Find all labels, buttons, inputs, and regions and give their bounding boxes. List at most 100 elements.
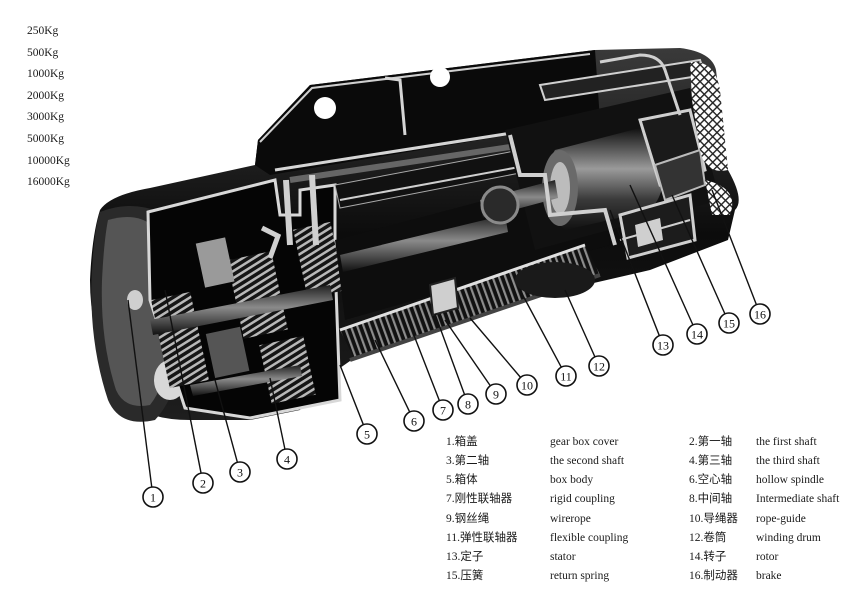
callout-number: 6 xyxy=(411,415,417,429)
legend-part-en: stator xyxy=(550,551,576,563)
legend-part-en: flexible coupling xyxy=(550,532,629,544)
leader-line xyxy=(671,194,726,315)
legend-part-cn: 7.刚性联轴器 xyxy=(446,493,513,505)
capacity-item: 250Kg xyxy=(27,25,59,37)
leader-line xyxy=(519,289,562,368)
callout-circle xyxy=(142,486,164,508)
legend-part-en: gear box cover xyxy=(550,436,619,448)
callout-number: 16 xyxy=(754,308,766,322)
leader-line xyxy=(711,189,758,305)
callout-10: 10 xyxy=(469,317,538,396)
legend-part-cn: 6.空心轴 xyxy=(689,474,733,486)
legend-part-en: the third shaft xyxy=(756,455,820,467)
legend-part-en: box body xyxy=(550,474,594,486)
legend-part-cn: 8.中间轴 xyxy=(689,493,733,505)
leader-line xyxy=(164,289,202,474)
leader-line xyxy=(609,209,660,336)
callout-circle xyxy=(718,312,740,334)
legend-part-cn: 2.第一轴 xyxy=(689,436,733,448)
callout-circle xyxy=(686,323,708,345)
capacity-item: 3000Kg xyxy=(27,111,65,124)
legend-part-en: the first shaft xyxy=(756,436,817,448)
leader-line xyxy=(434,313,466,395)
callout-number: 2 xyxy=(200,477,206,491)
callout-5: 5 xyxy=(339,364,378,445)
callout-number: 7 xyxy=(440,404,446,418)
callout-number: 12 xyxy=(593,360,605,374)
leader-line xyxy=(214,379,239,463)
callout-number: 1 xyxy=(150,491,156,505)
legend-part-cn: 9.钢丝绳 xyxy=(446,513,490,525)
callout-number: 15 xyxy=(723,317,735,331)
callout-7: 7 xyxy=(407,319,454,421)
leader-line xyxy=(629,184,694,326)
legend-part-en: brake xyxy=(756,570,782,582)
callout-number: 11 xyxy=(560,370,572,384)
hoist-body xyxy=(90,48,739,422)
callout-number: 5 xyxy=(364,428,370,442)
legend-part-en: rope-guide xyxy=(756,513,806,525)
callout-circle xyxy=(652,334,674,356)
callout-number: 10 xyxy=(521,379,533,393)
legend-part-en: winding drum xyxy=(756,532,821,544)
callout-circle xyxy=(457,393,479,415)
legend-part-cn: 4.第三轴 xyxy=(689,455,733,467)
callout-number: 13 xyxy=(657,339,669,353)
callout-circle xyxy=(432,399,454,421)
callout-circle xyxy=(516,374,538,396)
callout-16: 16 xyxy=(711,189,771,325)
callout-11: 11 xyxy=(519,289,577,387)
legend-part-cn: 16.制动器 xyxy=(689,570,738,582)
callout-8: 8 xyxy=(434,313,479,415)
callout-circle xyxy=(555,365,577,387)
legend-part-en: rotor xyxy=(756,551,779,563)
callout-number: 4 xyxy=(284,453,290,467)
legend-part-cn: 12.卷筒 xyxy=(689,532,727,544)
leader-line xyxy=(564,289,596,358)
callout-circle xyxy=(588,355,610,377)
callout-number: 14 xyxy=(691,328,703,342)
callout-circle xyxy=(356,423,378,445)
callout-circle xyxy=(192,472,214,494)
callout-1: 1 xyxy=(127,299,164,508)
legend-part-cn: 13.定子 xyxy=(446,551,484,563)
callout-2: 2 xyxy=(164,289,214,494)
leader-line xyxy=(269,377,286,450)
legend-part-cn: 14.转子 xyxy=(689,551,727,563)
leader-line xyxy=(127,299,153,488)
callout-number: 3 xyxy=(237,466,243,480)
leader-line xyxy=(374,339,411,413)
legend-part-cn: 3.第二轴 xyxy=(446,455,490,467)
legend-part-en: the second shaft xyxy=(550,455,625,467)
callout-12: 12 xyxy=(564,289,610,377)
legend-part-cn: 10.导绳器 xyxy=(689,513,738,525)
callout-circle xyxy=(403,410,425,432)
callout-number: 8 xyxy=(465,398,471,412)
callout-15: 15 xyxy=(671,194,740,334)
leader-line xyxy=(444,319,491,387)
leader-line xyxy=(339,364,365,425)
capacity-item: 2000Kg xyxy=(27,89,65,102)
leader-line xyxy=(469,317,522,378)
legend-part-en: wirerope xyxy=(550,513,591,525)
capacity-item: 16000Kg xyxy=(27,176,70,189)
legend-part-cn: 1.箱盖 xyxy=(446,436,478,448)
callout-4: 4 xyxy=(269,377,298,470)
capacity-item: 10000Kg xyxy=(27,154,70,167)
callout-6: 6 xyxy=(374,339,425,432)
callout-13: 13 xyxy=(609,209,674,356)
legend-part-en: hollow spindle xyxy=(756,474,825,486)
legend-part-en: rigid coupling xyxy=(550,493,615,505)
legend-part-cn: 5.箱体 xyxy=(446,474,478,486)
leader-line xyxy=(407,319,441,401)
legend-part-cn: 15.压簧 xyxy=(446,570,484,582)
callout-9: 9 xyxy=(444,319,507,405)
callout-number: 9 xyxy=(493,388,499,402)
callout-circle xyxy=(749,303,771,325)
callout-14: 14 xyxy=(629,184,708,345)
callout-circle xyxy=(229,461,251,483)
callout-circle xyxy=(276,448,298,470)
capacity-item: 5000Kg xyxy=(27,132,65,145)
